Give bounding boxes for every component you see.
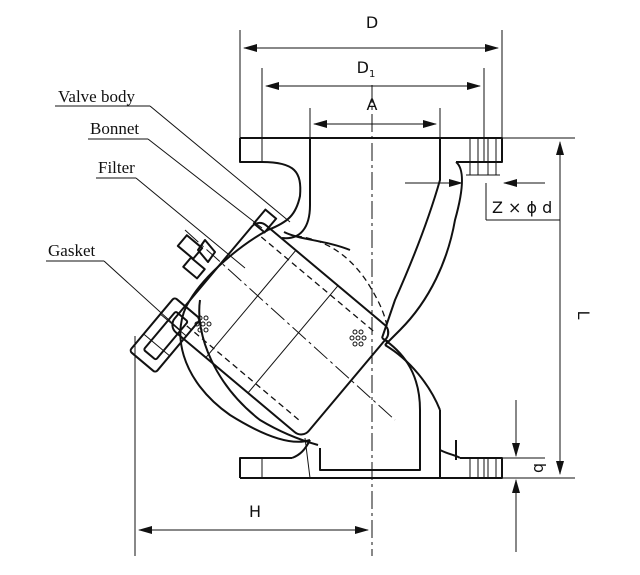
screen-hidden-edge <box>295 235 389 346</box>
dimension-D1: D1 <box>261 58 485 138</box>
dimension-H-label: H <box>249 502 261 521</box>
dimension-D1-subscript: 1 <box>369 69 375 80</box>
dimension-A-label: A <box>367 95 378 114</box>
screen-perforation-right <box>349 329 367 347</box>
label-filter: Filter <box>98 158 135 177</box>
bottom-flange <box>239 439 503 479</box>
callout-valve-body: Valve body <box>55 87 291 223</box>
center-lines <box>184 85 396 556</box>
dimension-L-label: L <box>574 311 593 320</box>
label-gasket: Gasket <box>48 241 95 260</box>
top-flange <box>239 137 503 176</box>
screen-perforation-left <box>194 315 212 333</box>
dimension-b-label: b <box>530 463 549 473</box>
dimension-L: L <box>502 137 593 479</box>
svg-text:D1: D1 <box>357 58 376 80</box>
bonnet-cap <box>129 297 201 373</box>
callout-bonnet: Bonnet <box>88 119 263 229</box>
dimension-D: D <box>239 13 503 138</box>
dimension-H: H <box>134 336 369 556</box>
dimension-A: A <box>309 95 441 138</box>
dimension-bolt-holes: Z × ϕ d <box>405 179 560 221</box>
dimension-D1-label: D <box>357 58 369 77</box>
filter-screen <box>171 221 390 436</box>
callout-gasket: Gasket <box>46 241 181 331</box>
bonnet-bolts <box>176 208 278 280</box>
label-valve-body: Valve body <box>58 87 135 106</box>
dimension-b: b <box>502 400 549 552</box>
label-bonnet: Bonnet <box>90 119 139 138</box>
valve-body-outline <box>179 138 464 479</box>
dimension-D-label: D <box>366 13 378 32</box>
dimension-Z-label: Z × ϕ d <box>492 198 552 217</box>
callout-filter: Filter <box>96 158 246 269</box>
